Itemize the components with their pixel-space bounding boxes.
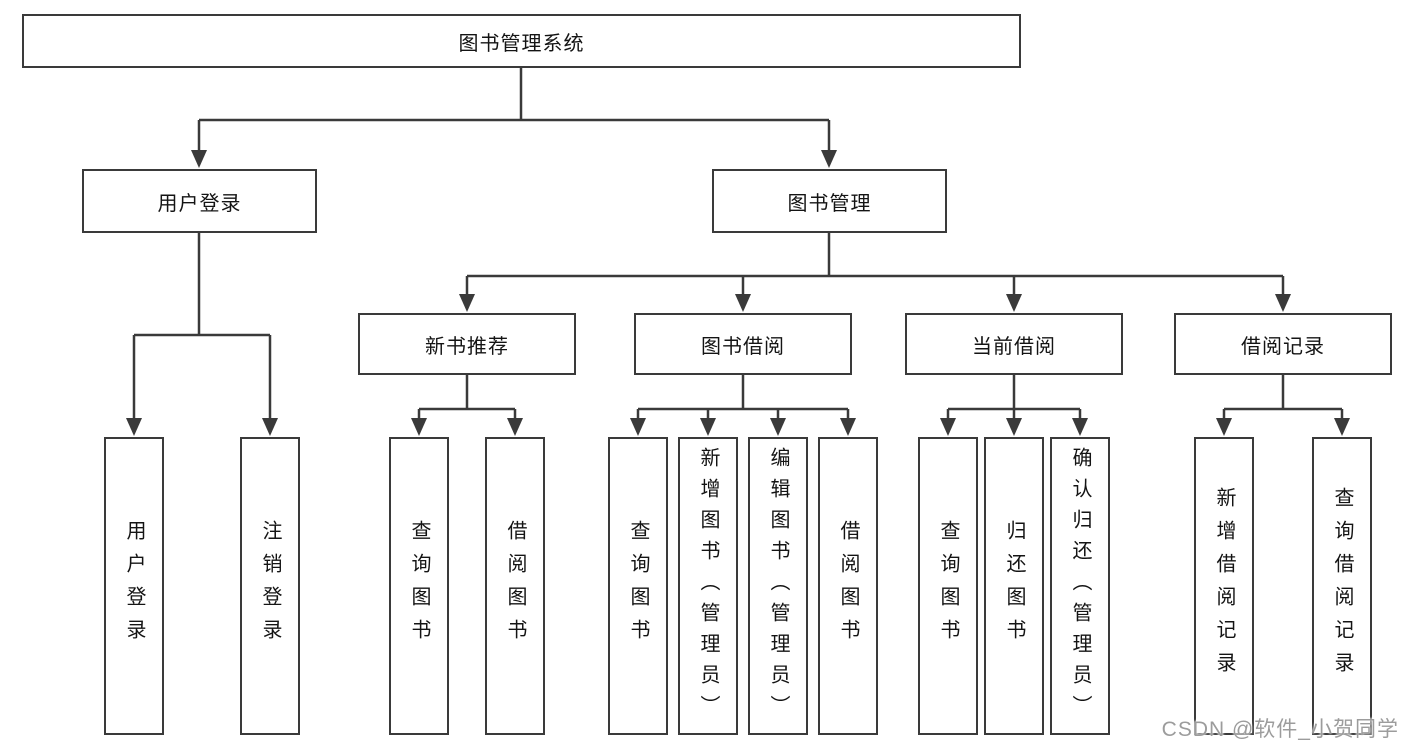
leaf-query-books-borrow: 查询图书 [608, 437, 668, 735]
node-label: 图书借阅 [701, 335, 785, 358]
leaf-edit-book-admin: 编辑图书（管理员） [748, 437, 808, 735]
leaf-borrow-books-newbook: 借阅图书 [485, 437, 545, 735]
node-current-borrowing: 当前借阅 [905, 313, 1123, 375]
leaf-borrow-books: 借阅图书 [818, 437, 878, 735]
leaf-query-books-current: 查询图书 [918, 437, 978, 735]
csdn-watermark: CSDN @软件_小贺同学 [1161, 718, 1399, 741]
leaf-confirm-return-admin: 确认归还（管理员） [1050, 437, 1110, 735]
node-user-login: 用户登录 [82, 169, 317, 233]
connector-current-borrow-to-leaves [940, 375, 1088, 436]
node-label: 用户登录 [157, 192, 242, 215]
node-label: 图书管理系统 [458, 32, 585, 55]
connector-borrow-records-to-leaves [1216, 375, 1350, 436]
node-label: 当前借阅 [972, 335, 1056, 358]
leaf-logout: 注销登录 [240, 437, 300, 735]
connector-new-book-to-leaves [411, 375, 523, 436]
leaf-user-login: 用户登录 [104, 437, 164, 735]
node-book-borrowing: 图书借阅 [634, 313, 852, 375]
node-library-management-system: 图书管理系统 [22, 14, 1021, 68]
node-new-book-recommend: 新书推荐 [358, 313, 576, 375]
node-label: 新书推荐 [425, 335, 509, 358]
connector-book-management-to-level2 [459, 233, 1291, 312]
node-book-management: 图书管理 [712, 169, 947, 233]
leaf-add-borrow-record: 新增借阅记录 [1194, 437, 1254, 735]
node-label: 借阅记录 [1241, 335, 1325, 358]
connector-root-to-level1 [191, 68, 837, 168]
connector-user-login-to-leaves [126, 233, 278, 436]
leaf-add-book-admin: 新增图书（管理员） [678, 437, 738, 735]
node-label: 图书管理 [787, 192, 872, 215]
leaf-query-books-newbook: 查询图书 [389, 437, 449, 735]
node-borrowing-records: 借阅记录 [1174, 313, 1392, 375]
leaf-query-borrow-record: 查询借阅记录 [1312, 437, 1372, 735]
leaf-return-book: 归还图书 [984, 437, 1044, 735]
connector-book-borrow-to-leaves [630, 375, 856, 436]
